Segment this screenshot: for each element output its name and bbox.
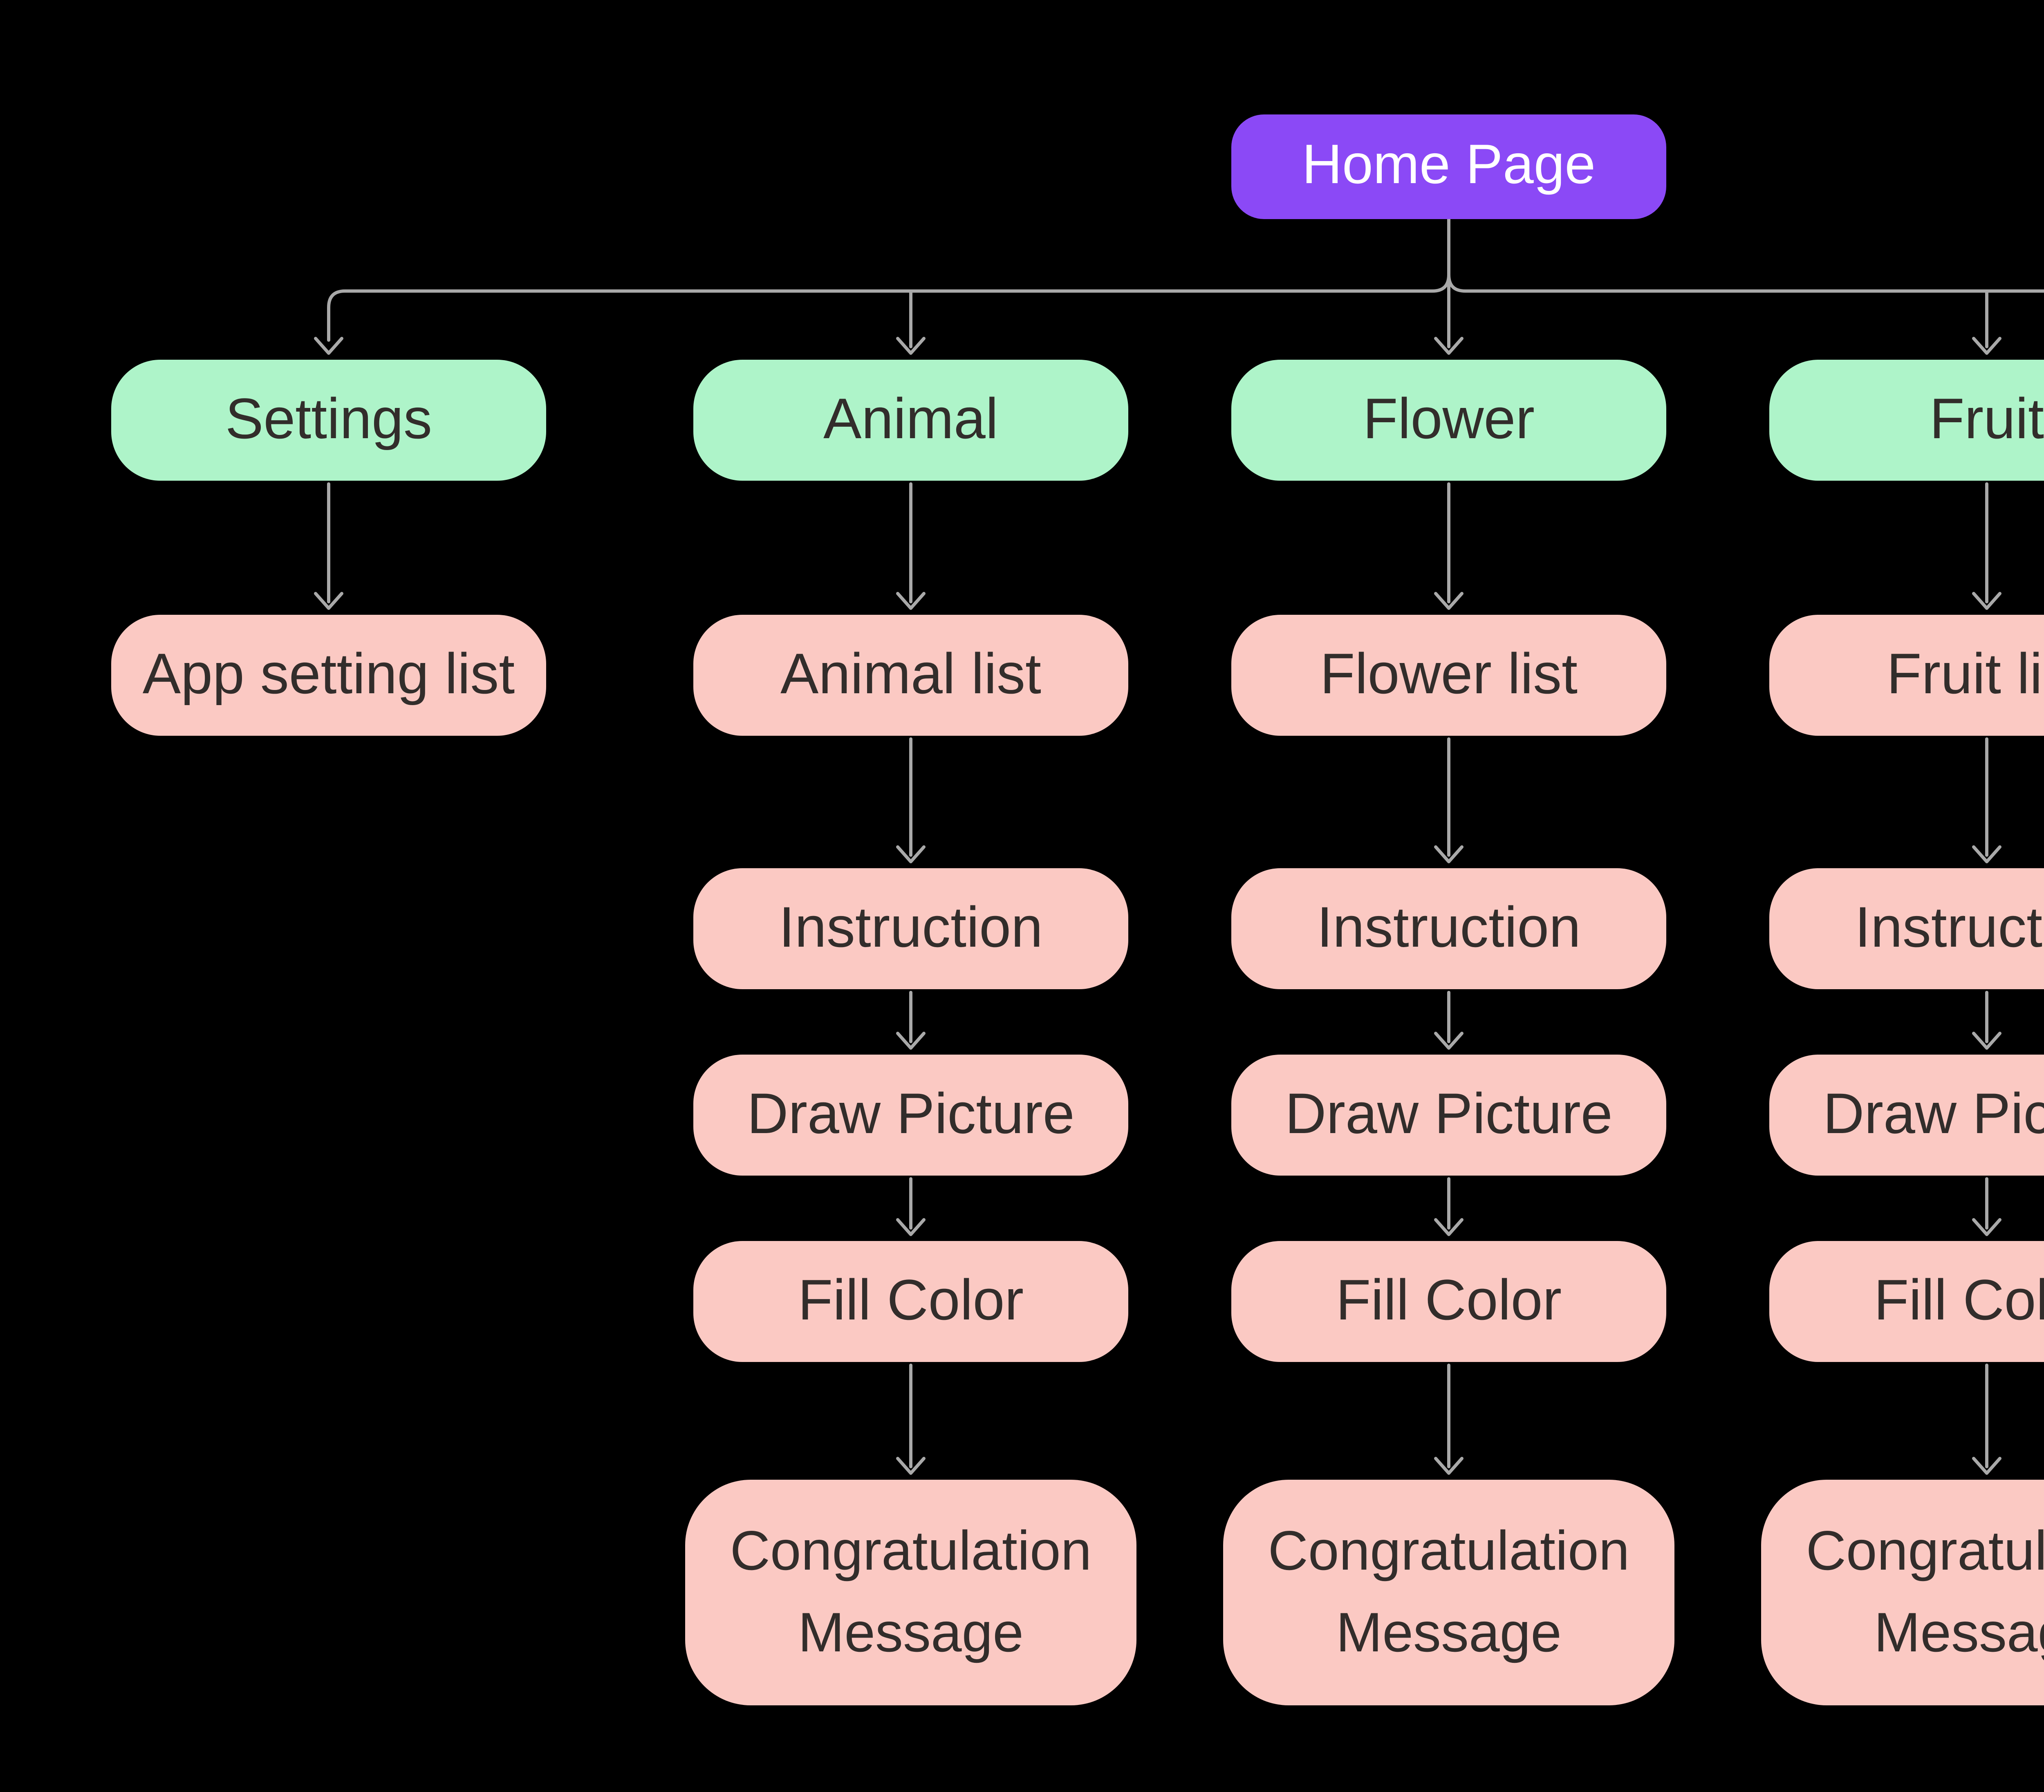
node-fruit-fill-color: Fill Color bbox=[1769, 1241, 2044, 1362]
node-animal-list: Animal list bbox=[693, 615, 1128, 736]
node-flower-congratulation-message: Congratulation Message bbox=[1223, 1480, 1674, 1705]
node-app-setting-list: App setting list bbox=[111, 615, 546, 736]
node-animal-fill-color: Fill Color bbox=[693, 1241, 1128, 1362]
node-label: Animal bbox=[823, 387, 998, 451]
node-label: Animal list bbox=[780, 642, 1041, 706]
node-fruit: Fruit bbox=[1769, 360, 2044, 481]
node-animal-draw-picture: Draw Picture bbox=[693, 1055, 1128, 1176]
node-label: Fruit list bbox=[1887, 642, 2044, 706]
node-label: Instruction bbox=[1855, 896, 2044, 960]
node-label: Instruction bbox=[779, 896, 1043, 960]
node-label: Settings bbox=[225, 387, 432, 451]
node-label: Draw Picture bbox=[1823, 1082, 2044, 1146]
node-flower-list: Flower list bbox=[1231, 615, 1666, 736]
node-label: Fill Color bbox=[1336, 1268, 1562, 1333]
node-fruit-list: Fruit list bbox=[1769, 615, 2044, 736]
node-flower-instruction: Instruction bbox=[1231, 868, 1666, 989]
node-animal-congratulation-message: Congratulation Message bbox=[685, 1480, 1136, 1705]
node-fruit-congratulation-message: Congratulation Message bbox=[1761, 1480, 2044, 1705]
node-label: Congratulation Message bbox=[1806, 1521, 2044, 1664]
node-label: Fruit bbox=[1930, 387, 2044, 451]
node-animal: Animal bbox=[693, 360, 1128, 481]
node-home-page: Home Page bbox=[1231, 114, 1666, 219]
node-flower-draw-picture: Draw Picture bbox=[1231, 1055, 1666, 1176]
node-animal-instruction: Instruction bbox=[693, 868, 1128, 989]
node-label: Draw Picture bbox=[747, 1082, 1075, 1146]
node-label: Instruction bbox=[1317, 896, 1581, 960]
node-label: Flower bbox=[1363, 387, 1535, 451]
node-flower: Flower bbox=[1231, 360, 1666, 481]
node-flower-fill-color: Fill Color bbox=[1231, 1241, 1666, 1362]
node-label: Fill Color bbox=[1874, 1268, 2044, 1333]
node-fruit-instruction: Instruction bbox=[1769, 868, 2044, 989]
node-fruit-draw-picture: Draw Picture bbox=[1769, 1055, 2044, 1176]
node-label: Congratulation Message bbox=[1268, 1521, 1630, 1664]
node-label: Home Page bbox=[1302, 134, 1596, 197]
node-label: App setting list bbox=[142, 642, 515, 706]
node-label: Flower list bbox=[1320, 642, 1578, 706]
node-label: Fill Color bbox=[798, 1268, 1024, 1333]
node-label: Congratulation Message bbox=[730, 1521, 1092, 1664]
node-settings: Settings bbox=[111, 360, 546, 481]
node-label: Draw Picture bbox=[1285, 1082, 1613, 1146]
